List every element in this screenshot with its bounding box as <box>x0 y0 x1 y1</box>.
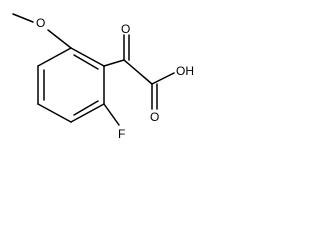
methyl-bond <box>12 13 34 23</box>
hydroxyl-label: OH <box>176 64 194 78</box>
hydroxyl-bond <box>151 72 175 85</box>
fluorine-bond <box>103 103 120 126</box>
methoxy-ring-bond <box>47 29 72 49</box>
fluorine-label: F <box>118 127 125 141</box>
ring-bond-c4-c5 <box>70 103 105 123</box>
keto-oxygen-label: O <box>121 22 130 36</box>
chemical-structure-diagram: O O OH O F <box>12 13 194 141</box>
aromatic-inner-bond-top <box>73 54 99 70</box>
acid-oxygen-label: O <box>150 110 159 124</box>
aromatic-inner-bond-bottom <box>73 100 99 116</box>
methoxy-oxygen-label: O <box>36 16 45 30</box>
ring-bond-c6-c1 <box>70 47 105 67</box>
keto-acid-bond <box>123 59 153 85</box>
ring-keto-bond <box>103 59 125 67</box>
ring-bond-c3-c4 <box>37 103 72 123</box>
ring-bond-c1-c2 <box>37 47 72 67</box>
